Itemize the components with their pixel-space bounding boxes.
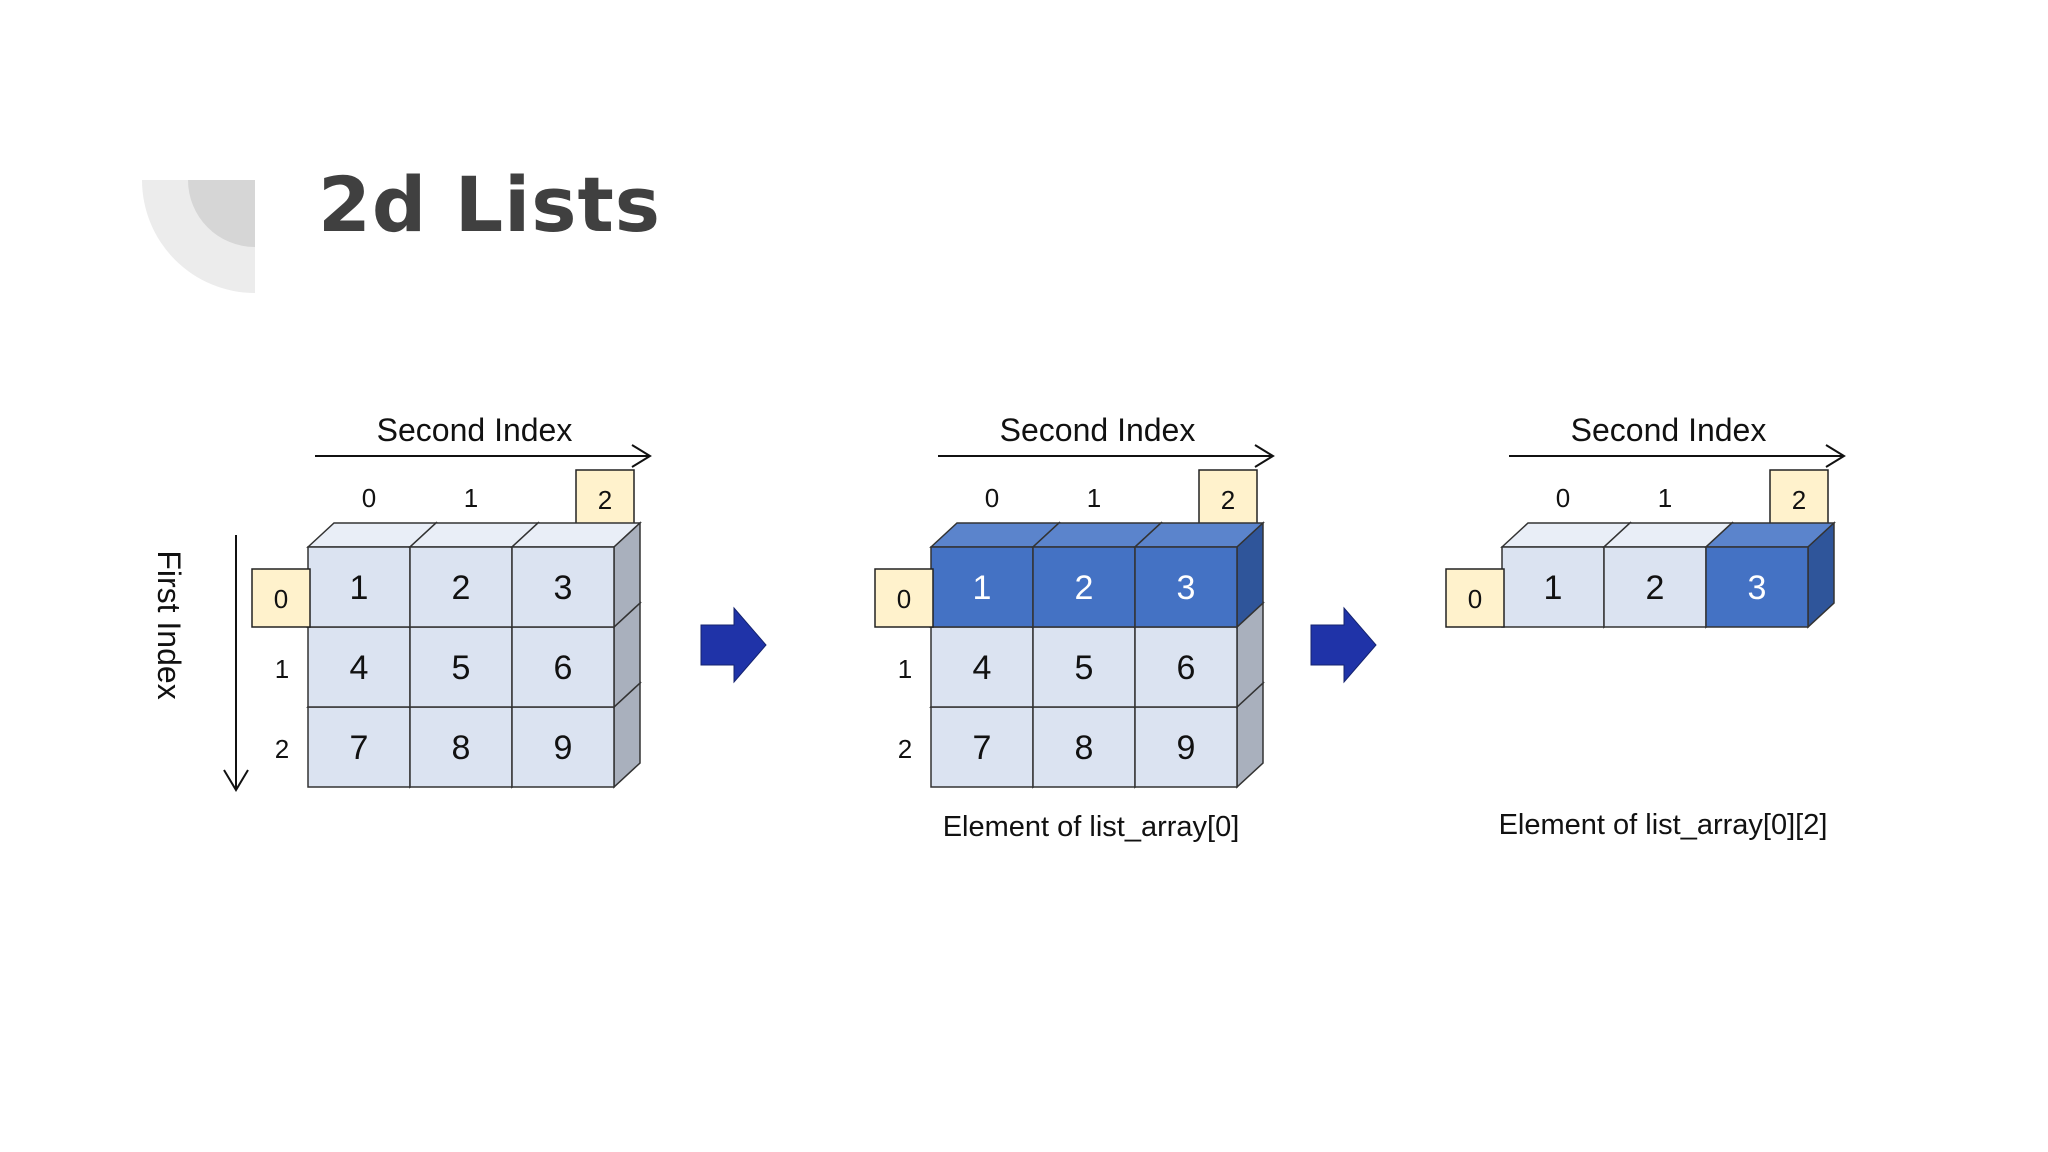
cube-value: 5 (1075, 649, 1094, 687)
cube-front (511, 626, 615, 708)
row-index-0: 0 (251, 568, 311, 628)
first-index-label: First Index (151, 550, 187, 699)
cube-value: 9 (1177, 729, 1196, 767)
slide-title: 2d Lists (318, 160, 662, 249)
cell-0-2: 3 (510, 521, 642, 629)
col-index-2-box (1198, 469, 1258, 529)
cube-front (307, 626, 411, 708)
cube-value: 5 (452, 649, 471, 687)
second-index-arrowhead (1825, 444, 1846, 468)
cube-value: 2 (1646, 569, 1665, 607)
cube-front (1032, 626, 1136, 708)
row-index-2: 2 (898, 734, 912, 764)
corner-decoration (142, 180, 255, 293)
cube-value: 4 (973, 649, 992, 687)
cube-front (511, 706, 615, 788)
cube-value: 8 (452, 729, 471, 767)
second-index-label: Second Index (1000, 412, 1196, 448)
second-index-label: Second Index (1571, 412, 1767, 448)
cube-value: 8 (1075, 729, 1094, 767)
cube-front (409, 546, 513, 628)
panel-caption: Element of list_array[0] (943, 811, 1240, 843)
col-index-1: 1 (464, 483, 478, 513)
cube-front (1705, 546, 1809, 628)
cube-front (409, 626, 513, 708)
row-index-0-label: 0 (897, 584, 911, 614)
col-index-2: 2 (575, 469, 635, 529)
row-index-1: 1 (275, 654, 289, 684)
col-index-2-label: 2 (598, 485, 612, 515)
col-index-2-label: 2 (1792, 485, 1806, 515)
first-index-arrowhead (223, 769, 249, 792)
cube-value: 7 (973, 729, 992, 767)
col-index-0: 0 (985, 483, 999, 513)
cube-value: 6 (1177, 649, 1196, 687)
second-index-label: Second Index (377, 412, 573, 448)
cube-value: 2 (452, 569, 471, 607)
cube-front (307, 706, 411, 788)
cube-value: 3 (554, 569, 573, 607)
col-index-2: 2 (1769, 469, 1829, 529)
cube-value: 4 (350, 649, 369, 687)
cell-0-2: 3 (1133, 521, 1265, 629)
col-index-0: 0 (362, 483, 376, 513)
row-index-1: 1 (898, 654, 912, 684)
cube-value: 1 (350, 569, 369, 607)
cube-front (1134, 706, 1238, 788)
row-index-0-label: 0 (1468, 584, 1482, 614)
row-index-0-box (874, 568, 934, 628)
panel-caption: Element of list_array[0][2] (1499, 809, 1828, 841)
second-index-arrowhead (631, 444, 652, 468)
cube-front (930, 626, 1034, 708)
cube-front (409, 706, 513, 788)
row-index-0: 0 (1445, 568, 1505, 628)
cube-value: 9 (554, 729, 573, 767)
cube-front (1501, 546, 1605, 628)
row-index-0-box (1445, 568, 1505, 628)
cube-front (307, 546, 411, 628)
row-index-0-label: 0 (274, 584, 288, 614)
col-index-2-box (575, 469, 635, 529)
cube-value: 2 (1075, 569, 1094, 607)
row-index-2: 2 (275, 734, 289, 764)
transition-arrow-2 (1310, 606, 1377, 684)
cube-front (930, 546, 1034, 628)
cube-value: 3 (1748, 569, 1767, 607)
cell-0-2: 3 (1704, 521, 1836, 629)
cube-front (1032, 706, 1136, 788)
col-index-2-box (1769, 469, 1829, 529)
cube-value: 1 (973, 569, 992, 607)
col-index-1: 1 (1087, 483, 1101, 513)
col-index-1: 1 (1658, 483, 1672, 513)
second-index-arrowhead (1254, 444, 1275, 468)
col-index-2: 2 (1198, 469, 1258, 529)
cube-value: 3 (1177, 569, 1196, 607)
row-index-0: 0 (874, 568, 934, 628)
row-index-0-box (251, 568, 311, 628)
cube-front (1134, 546, 1238, 628)
cube-value: 7 (350, 729, 369, 767)
cube-value: 1 (1544, 569, 1563, 607)
col-index-2-label: 2 (1221, 485, 1235, 515)
col-index-0: 0 (1556, 483, 1570, 513)
transition-arrow-1 (700, 606, 767, 684)
cube-value: 6 (554, 649, 573, 687)
cube-front (511, 546, 615, 628)
